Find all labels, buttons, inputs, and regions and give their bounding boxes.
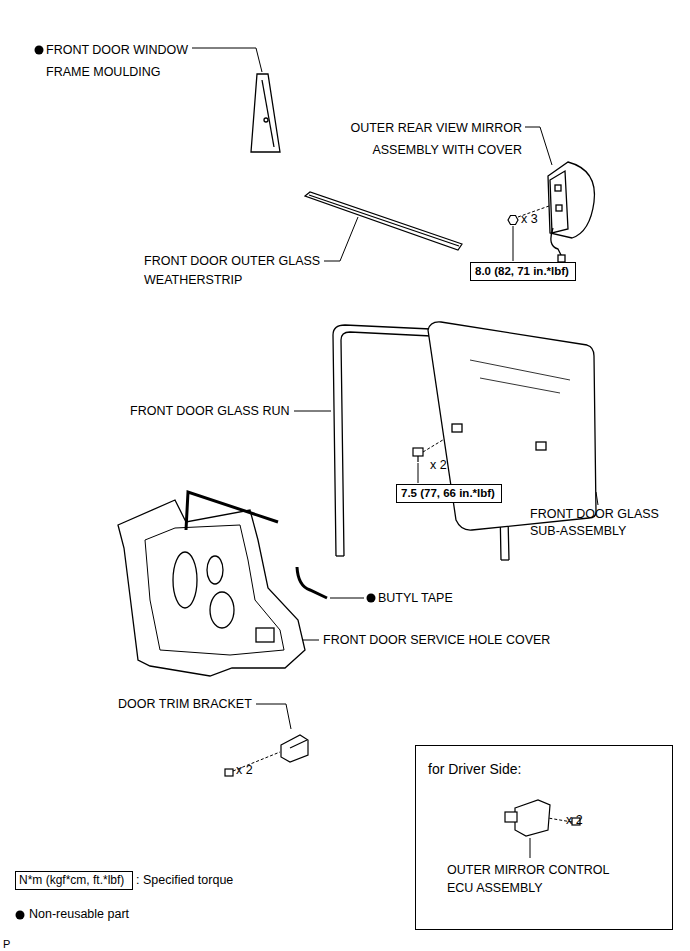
part-label: FRONT DOOR GLASS SUB-ASSEMBLY xyxy=(530,506,680,540)
torque-legend-box: N*m (kgf*cm, ft.*lbf) xyxy=(15,871,133,890)
part-label: OUTER REAR VIEW MIRROR ASSEMBLY WITH COV… xyxy=(322,117,522,161)
mirror-assembly xyxy=(555,185,561,191)
leader-line xyxy=(294,411,331,412)
door-trim-bracket xyxy=(281,735,308,762)
part-label: FRONT DOOR GLASS RUN xyxy=(130,402,290,421)
nut xyxy=(508,216,518,225)
leader-line xyxy=(330,598,364,599)
mirror-control-ecu xyxy=(505,812,517,822)
outer-glass-weatherstrip xyxy=(305,192,462,250)
legend-text: : Specified torque xyxy=(136,872,233,889)
non-reusable-dot xyxy=(16,911,25,920)
door-glass xyxy=(452,424,462,432)
mirror-assembly xyxy=(556,205,562,211)
leader-line xyxy=(418,463,419,483)
part-label: DOOR TRIM BRACKET xyxy=(118,695,252,714)
bolt xyxy=(417,456,418,462)
door-trim-bracket xyxy=(290,740,307,748)
leader-line xyxy=(525,127,552,165)
window-frame-moulding xyxy=(251,74,280,152)
quantity: x 2 xyxy=(566,811,583,829)
glass-run xyxy=(501,559,509,560)
service-hole-cover xyxy=(118,500,305,676)
door-trim-bracket xyxy=(225,769,233,776)
part-label: BUTYL TAPE xyxy=(378,589,453,608)
mirror-assembly xyxy=(548,162,594,238)
torque-box: 7.5 (77, 66 in.*lbf) xyxy=(396,484,502,503)
leader-line xyxy=(192,48,262,72)
driver-side-box: for Driver Side: x 2 OUTER MIRROR CONTROL … xyxy=(415,745,673,930)
legend-text: Non-reusable part xyxy=(29,906,129,923)
bolt xyxy=(413,448,423,462)
window-frame-moulding xyxy=(262,80,274,147)
glass-run xyxy=(336,555,344,556)
window-frame-moulding xyxy=(251,74,280,152)
part-label: OUTER MIRROR CONTROL ECU ASSEMBLY xyxy=(447,861,625,897)
leader-line xyxy=(513,226,514,261)
service-hole-cover xyxy=(256,628,274,642)
mirror-assembly xyxy=(558,255,565,262)
quantity: x 2 xyxy=(236,761,253,780)
service-hole-cover xyxy=(207,556,223,584)
non-reusable-dot xyxy=(367,594,376,603)
part-label: FRONT DOOR OUTER GLASS WEATHERSTRIP xyxy=(144,252,349,290)
torque-value: 8.0 (82, 71 in.*lbf) xyxy=(475,265,569,277)
box-heading: for Driver Side: xyxy=(428,760,521,778)
non-reusable-dot xyxy=(35,46,44,55)
door-glass xyxy=(536,442,546,450)
outer-glass-weatherstrip xyxy=(305,192,462,250)
quantity: x 3 xyxy=(521,210,538,229)
leader-line xyxy=(256,704,291,729)
leader-line xyxy=(192,48,598,858)
leader-line xyxy=(324,217,358,261)
leader-line xyxy=(530,838,531,858)
bolt xyxy=(413,448,423,456)
torque-value: N*m (kgf*cm, ft.*lbf) xyxy=(19,873,124,887)
door-glass xyxy=(480,378,560,393)
part-label: FRONT DOOR SERVICE HOLE COVER xyxy=(323,631,550,650)
service-hole-cover xyxy=(210,592,234,628)
page-mark: P xyxy=(3,935,10,951)
service-hole-cover xyxy=(118,500,305,676)
butyl-tape xyxy=(186,492,278,530)
service-hole-cover xyxy=(173,552,197,608)
door-glass xyxy=(470,360,570,380)
part-label: FRONT DOOR WINDOW FRAME MOULDING xyxy=(46,39,206,83)
quantity: x 2 xyxy=(430,456,447,475)
torque-box: 8.0 (82, 71 in.*lbf) xyxy=(470,262,576,281)
window-frame-moulding xyxy=(264,118,268,122)
mirror-assembly xyxy=(551,228,562,257)
outer-glass-weatherstrip xyxy=(309,195,459,246)
torque-value: 7.5 (77, 66 in.*lbf) xyxy=(401,487,495,499)
mirror-assembly xyxy=(548,162,594,262)
butyl-tape xyxy=(186,492,327,598)
non-reusable-dot xyxy=(16,46,376,920)
mirror-assembly xyxy=(550,171,568,233)
butyl-tape xyxy=(297,567,327,598)
mirror-control-ecu xyxy=(515,800,550,836)
service-hole-cover xyxy=(145,525,284,655)
nut xyxy=(508,216,518,225)
